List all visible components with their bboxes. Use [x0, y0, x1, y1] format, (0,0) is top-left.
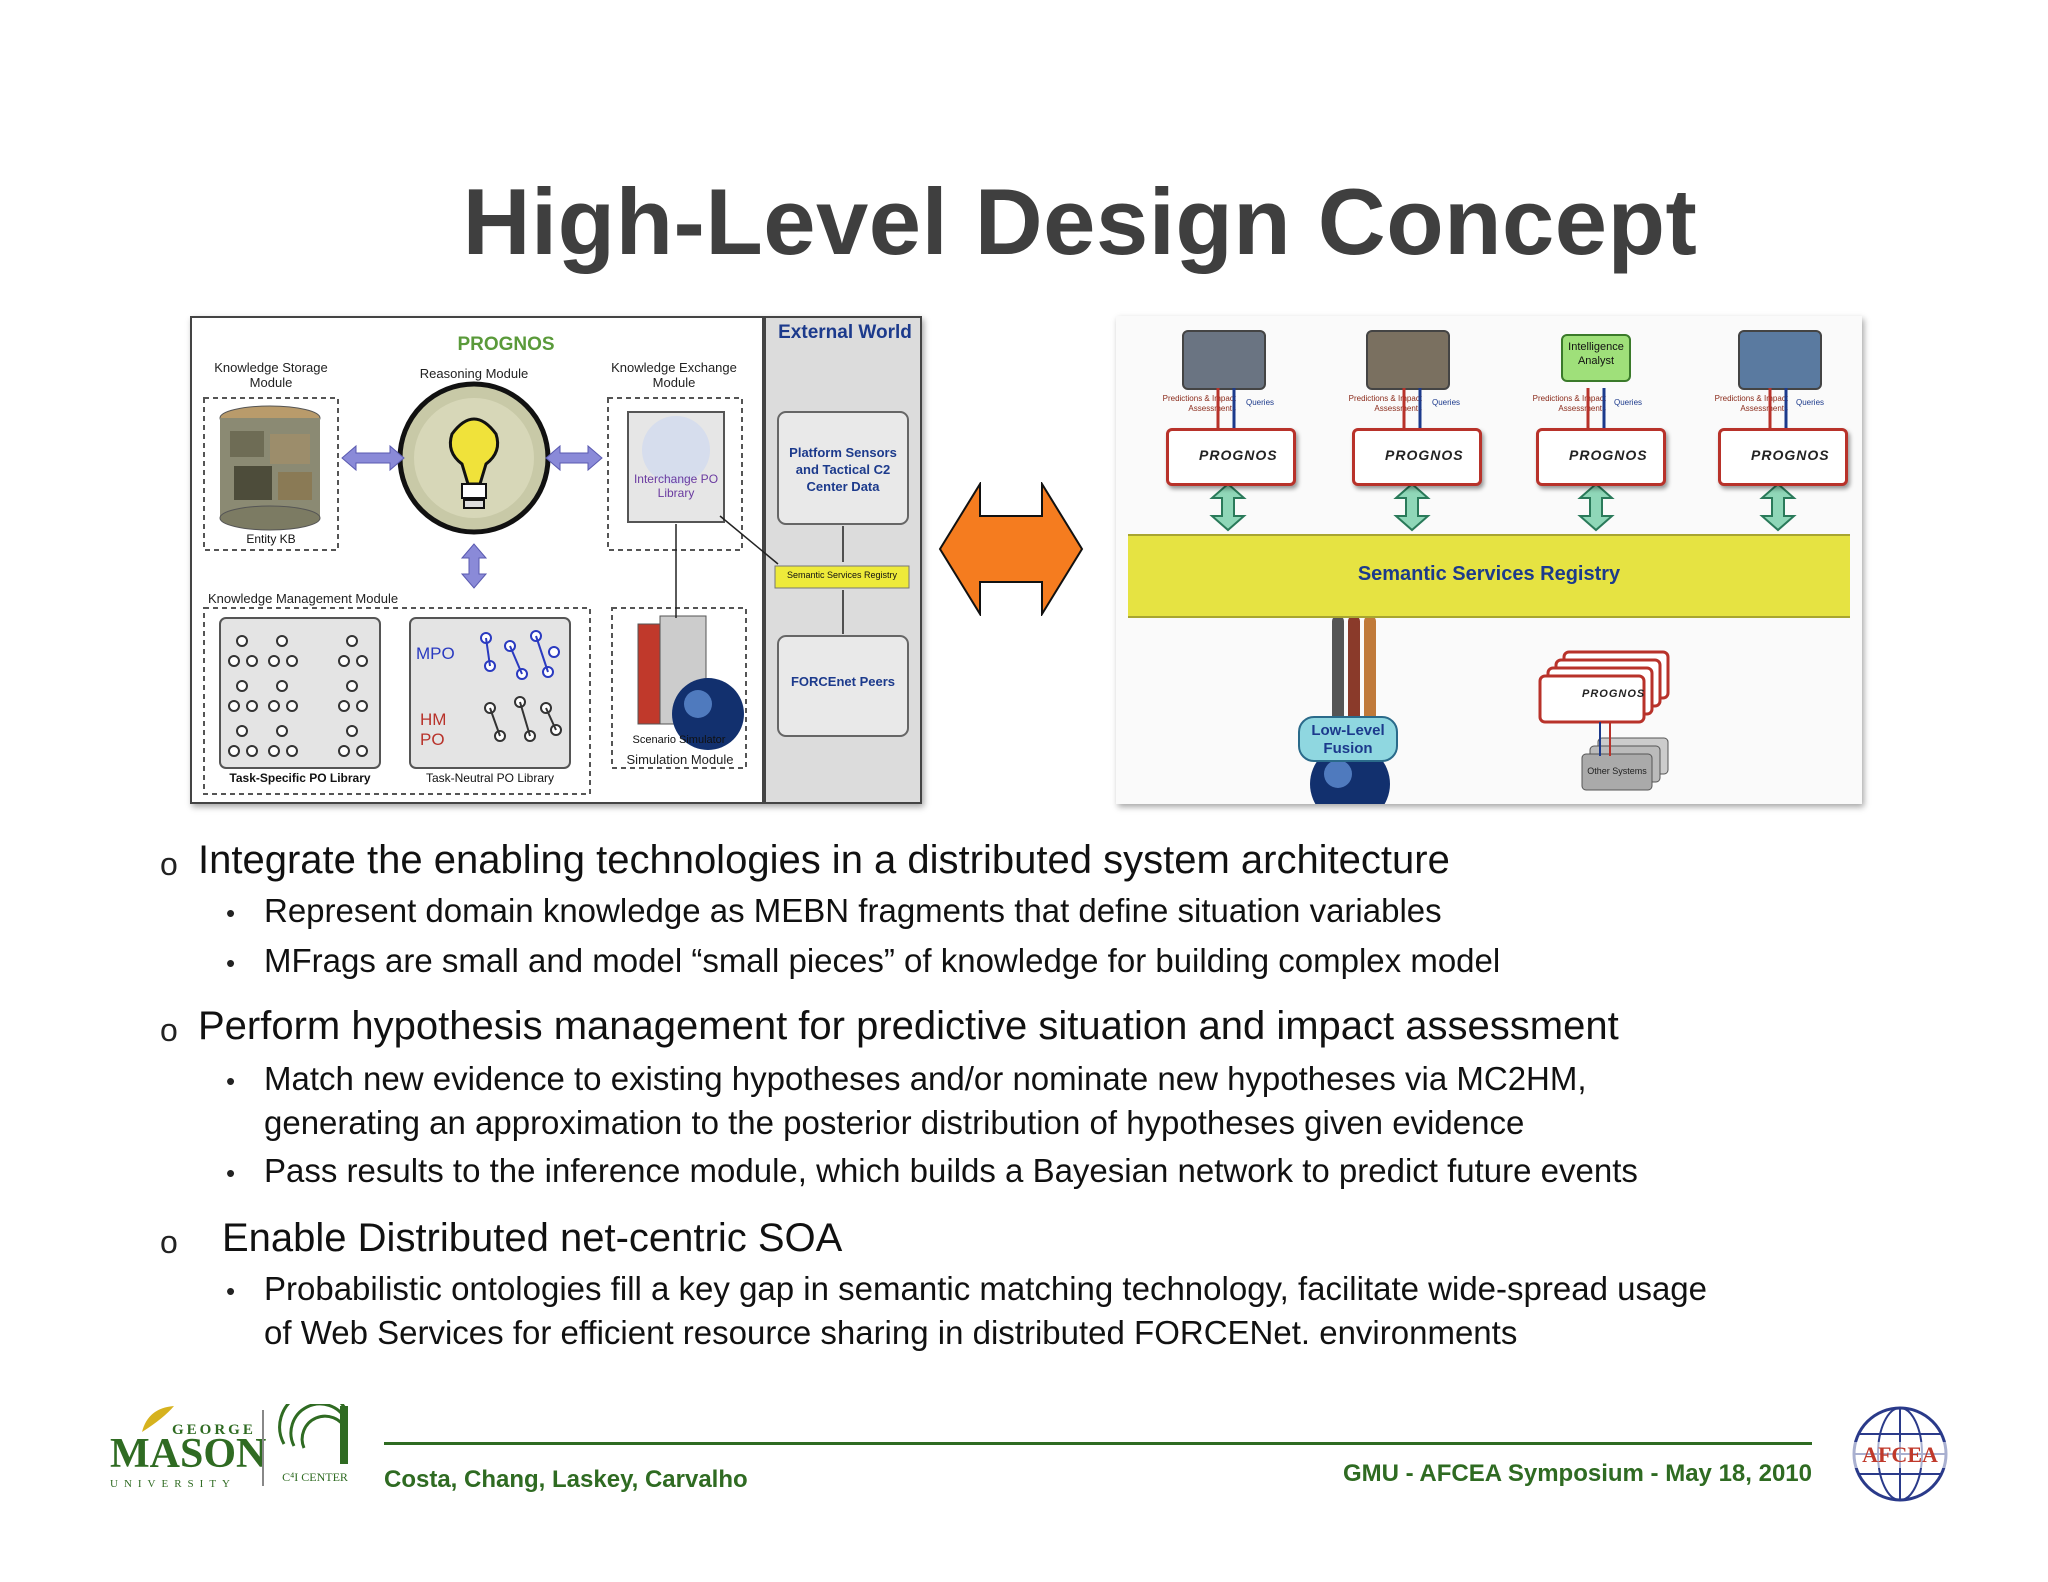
c4i-center-logo: C⁴I CENTER — [270, 1404, 360, 1490]
bullet-marker-3: o — [160, 1224, 178, 1260]
sub-bullet-1-1-text: Represent domain knowledge as MEBN fragm… — [264, 892, 1442, 929]
sub-bullet-marker-3-1: • — [226, 1276, 236, 1306]
gmu-logo: GEORGE MASON UNIVERSITY — [108, 1404, 266, 1490]
sub-bullet-2-1-line-1: Match new evidence to existing hypothese… — [264, 1060, 1587, 1097]
afcea-text: AFCEA — [1850, 1442, 1950, 1468]
predictions-label-3: Predictions & Impact Assessments — [1532, 394, 1606, 413]
prognos-architecture-graphic — [190, 316, 922, 804]
gmu-george-text: GEORGE — [172, 1422, 256, 1438]
predictions-label-1: Predictions & Impact Assessments — [1162, 394, 1236, 413]
sub-bullet-3-1-line-1: Probabilistic ontologies fill a key gap … — [264, 1270, 1708, 1307]
task-specific-po-library-label: Task-Specific PO Library — [229, 771, 371, 785]
prognos-stack-label: PROGNOS — [1582, 688, 1646, 700]
sub-bullet-3-1-line-2: of Web Services for efficient resource s… — [264, 1314, 1518, 1351]
page-title: High-Level Design Concept — [462, 169, 1698, 274]
gmu-university-text: UNIVERSITY — [110, 1478, 236, 1490]
bullet-3-text: Enable Distributed net-centric SOA — [222, 1216, 843, 1260]
c4i-arcs-icon — [278, 1404, 348, 1464]
external-world-label: External World — [778, 322, 912, 343]
knowledge-exchange-module-label: Knowledge Exchange Module — [611, 360, 737, 390]
hm-po-label: HM PO — [420, 710, 447, 749]
semantic-services-registry-label: Semantic Services Registry — [1357, 563, 1621, 585]
sub-bullet-marker-2-2: • — [226, 1158, 236, 1188]
interchange-po-library-label: Interchange PO Library — [633, 472, 719, 500]
footer-rule — [384, 1442, 1812, 1445]
logo-divider — [262, 1410, 264, 1486]
sub-bullet-2-1-line-2: generating an approximation to the poste… — [264, 1104, 1525, 1141]
knowledge-management-module-label: Knowledge Management Module — [208, 591, 399, 606]
bullet-2-text: Perform hypothesis management for predic… — [198, 1004, 1619, 1048]
prognos-node-1: PROGNOS — [1166, 428, 1296, 486]
reasoning-module-label: Reasoning Module — [419, 366, 529, 381]
other-systems-label: Other Systems — [1587, 766, 1647, 776]
sub-bullet-marker-1-1: • — [226, 898, 236, 928]
knowledge-storage-module-label: Knowledge Storage Module — [214, 360, 328, 390]
scenario-simulator-label: Scenario Simulator — [632, 734, 726, 746]
task-neutral-po-library-label: Task-Neutral PO Library — [425, 771, 555, 785]
queries-label-1: Queries — [1246, 398, 1275, 407]
ship-node-2-image — [1738, 330, 1822, 390]
predictions-label-2: Predictions & Impact Assessments — [1348, 394, 1422, 413]
footer-event: GMU - AFCEA Symposium - May 18, 2010 — [1342, 1460, 1812, 1487]
command-center-node-image — [1366, 330, 1450, 390]
bullet-marker-1: o — [160, 846, 178, 882]
sub-bullet-marker-2-1: • — [226, 1066, 236, 1096]
prognos-title: PROGNOS — [457, 334, 555, 355]
distributed-soa-diagram: Intelligence Analyst Predictions & Impac… — [1116, 316, 1862, 804]
prognos-node-2: PROGNOS — [1352, 428, 1482, 486]
forcenet-peers-label: FORCEnet Peers — [790, 674, 896, 689]
sub-bullet-1-2-text: MFrags are small and model “small pieces… — [264, 942, 1501, 979]
intelligence-analyst-node: Intelligence Analyst — [1561, 334, 1631, 382]
prognos-node-4: PROGNOS — [1718, 428, 1848, 486]
sub-bullet-2-2-text: Pass results to the inference module, wh… — [264, 1152, 1638, 1189]
footer-authors: Costa, Chang, Laskey, Carvalho — [384, 1466, 748, 1493]
bullet-marker-2: o — [160, 1012, 178, 1048]
predictions-label-4: Predictions & Impact Assessments — [1714, 394, 1788, 413]
sub-bullet-marker-1-2: • — [226, 948, 236, 978]
mpo-label: MPO — [416, 644, 455, 663]
queries-label-2: Queries — [1432, 398, 1461, 407]
gmu-leaf-icon — [142, 1406, 174, 1432]
c4i-center-text: C⁴I CENTER — [282, 1470, 348, 1484]
simulation-module-label: Simulation Module — [626, 752, 734, 767]
prognos-architecture-diagram: PROGNOS External World Knowledge Storage… — [190, 316, 922, 804]
ship-node-1-image — [1182, 330, 1266, 390]
queries-label-3: Queries — [1614, 398, 1643, 407]
semantic-services-registry-bar: Semantic Services Registry — [1128, 534, 1850, 618]
prognos-node-3: PROGNOS — [1536, 428, 1666, 486]
gmu-mason-text: MASON — [110, 1431, 267, 1477]
semantic-services-registry-small-label: Semantic Services Registry — [786, 570, 898, 580]
bullet-1-text: Integrate the enabling technologies in a… — [198, 838, 1450, 882]
afcea-logo: AFCEA — [1850, 1404, 1950, 1504]
low-level-fusion-node: Low-Level Fusion — [1298, 716, 1398, 762]
orange-double-arrow-icon — [938, 482, 1084, 616]
platform-sensors-label: Platform Sensors and Tactical C2 Center … — [789, 445, 897, 494]
entity-kb-label: Entity KB — [246, 532, 296, 546]
soa-connectors-graphic — [1209, 388, 1797, 804]
queries-label-4: Queries — [1796, 398, 1825, 407]
